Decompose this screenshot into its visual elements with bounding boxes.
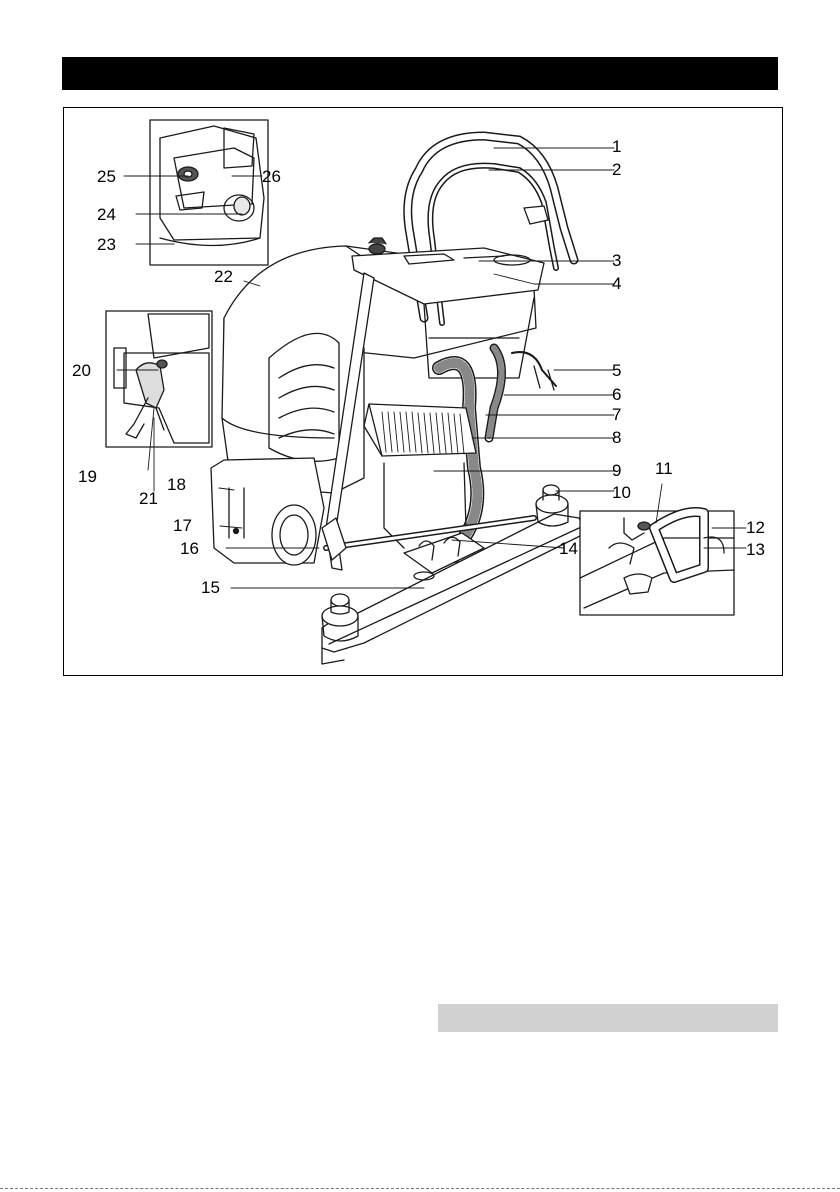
- callout-13: 13: [746, 541, 765, 558]
- callout-11: 11: [655, 460, 673, 477]
- callout-9: 9: [612, 462, 621, 479]
- callout-15: 15: [201, 579, 220, 596]
- inset-squeegee-detail: [580, 511, 734, 615]
- callout-25: 25: [97, 168, 116, 185]
- callout-6: 6: [612, 386, 621, 403]
- callout-1: 1: [612, 138, 621, 155]
- callout-24: 24: [97, 206, 116, 223]
- callout-23: 23: [97, 236, 116, 253]
- callout-3: 3: [612, 252, 621, 269]
- callout-14: 14: [559, 540, 578, 557]
- callout-22: 22: [214, 268, 233, 285]
- callout-19: 19: [78, 468, 97, 485]
- gray-section-bar: [438, 1004, 778, 1032]
- section-header-bar: [62, 57, 778, 90]
- callout-5: 5: [612, 362, 621, 379]
- callout-21: 21: [139, 490, 158, 507]
- page-bottom-rule: [0, 1188, 840, 1189]
- callout-17: 17: [173, 517, 192, 534]
- inset-tank-top: [150, 120, 268, 265]
- callout-20: 20: [72, 362, 91, 379]
- callout-12: 12: [746, 519, 765, 536]
- machine-diagram-figure: 1 2 3 4 5 6 7 8 9 10 11 12 13 14 15 16 1…: [63, 107, 783, 676]
- callout-16: 16: [180, 540, 199, 557]
- inset-hose-holder: [106, 311, 212, 447]
- callout-8: 8: [612, 429, 621, 446]
- callout-4: 4: [612, 275, 621, 292]
- callout-10: 10: [612, 484, 631, 501]
- callout-7: 7: [612, 406, 621, 423]
- callout-26: 26: [262, 168, 281, 185]
- callout-18: 18: [167, 476, 186, 493]
- callout-2: 2: [612, 161, 621, 178]
- machine-illustration: [64, 108, 784, 677]
